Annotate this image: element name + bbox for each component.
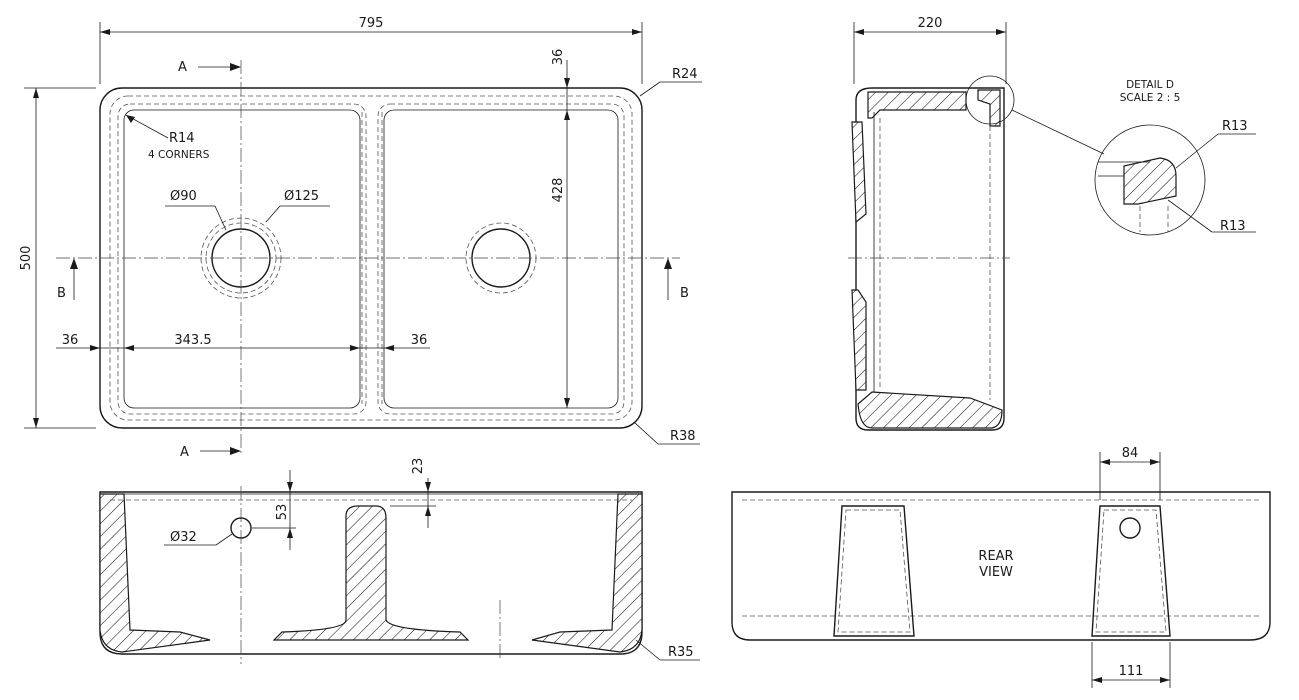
detail-d-marker: [965, 75, 1015, 125]
dim-divider: 36: [411, 333, 428, 348]
rear-cutout-right: [1091, 505, 1171, 637]
label-r38: R38: [670, 429, 696, 444]
dim-inner-length: 428: [551, 178, 566, 203]
left-bowl: [123, 109, 361, 409]
label-r14: R14: [169, 131, 195, 146]
dim-bowl-width: 343.5: [174, 333, 211, 348]
plan-view: 795 500 36 428 36 343.5 36 R14 4 CORNERS…: [19, 16, 702, 460]
dim-rear-bottom-width: 111: [1119, 664, 1144, 679]
side-section-view: 220 DETAIL D SCALE 2 : 5 R13 R13: [848, 16, 1256, 431]
left-bowl-hidden: [117, 103, 367, 415]
front-section-view: Ø32 53 23 R35: [99, 458, 700, 664]
dim-overall-width: 795: [359, 16, 384, 31]
label-waste-125: Ø125: [284, 189, 319, 204]
rear-label-2: VIEW: [979, 565, 1013, 580]
label-detail-r13-bottom: R13: [1220, 219, 1246, 234]
right-bowl-hidden: [377, 103, 625, 415]
detail-title: DETAIL D: [1126, 79, 1174, 91]
rear-overflow-hole: [1119, 517, 1141, 539]
dim-left-rim: 36: [62, 333, 79, 348]
detail-d-view: [1094, 124, 1206, 236]
rear-cutout-left: [833, 505, 915, 637]
section-b-right: B: [680, 286, 689, 301]
dim-top-rim: 36: [551, 49, 566, 66]
label-detail-r13-top: R13: [1222, 119, 1248, 134]
right-bowl: [383, 109, 619, 409]
dim-overflow-offset: 53: [275, 504, 290, 521]
dim-overall-depth: 500: [19, 246, 34, 271]
label-waste-90: Ø90: [170, 189, 197, 204]
label-overflow-dia: Ø32: [170, 530, 197, 545]
section-a-top: A: [178, 60, 187, 75]
label-4-corners: 4 CORNERS: [148, 149, 210, 161]
rear-label-1: REAR: [978, 549, 1013, 564]
label-r35: R35: [668, 645, 694, 660]
dim-divider-drop: 23: [411, 458, 426, 475]
dim-height: 220: [918, 16, 943, 31]
section-a-bottom: A: [180, 445, 189, 460]
section-b-left: B: [57, 286, 66, 301]
detail-scale: SCALE 2 : 5: [1120, 92, 1181, 104]
label-r24: R24: [672, 67, 698, 82]
dim-rear-top-width: 84: [1122, 446, 1139, 461]
rear-view: REAR VIEW 84 111: [731, 446, 1271, 688]
